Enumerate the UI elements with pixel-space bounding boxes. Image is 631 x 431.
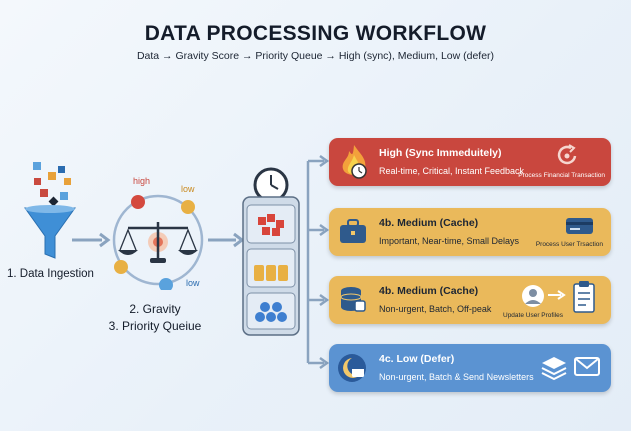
clock-icon [255,169,287,201]
card-medium-2: 4b. Medium (Cache) Non-urgent, Batch, Of… [329,276,611,324]
scale-icon [108,180,208,290]
funnel-icon [20,158,80,268]
card-medium-2-action: Update User Profiles [503,312,563,319]
priority-queue-label: 3. Priority Queiue [95,319,215,333]
arrow-to-gravity [70,230,112,250]
envelope-icon [574,357,600,377]
briefcase-icon [338,218,368,246]
page-subtitle: Data → Gravity Score → Priority Queue → … [0,50,631,62]
credit-card-icon [565,216,595,236]
card-low-desc: Non-urgent, Batch & Send Newsletters [379,372,534,382]
tag-low-1: low [181,184,195,194]
queue-bracket [304,155,330,370]
tag-low-2: low [186,278,200,288]
card-medium-1-desc: Important, Near-time, Small Delays [379,236,519,246]
stack-icon [541,355,567,381]
card-high-action: Process Financial Transaction [518,172,605,179]
card-low: 4c. Low (Defer) Non-urgent, Batch & Send… [329,344,611,392]
moon-calendar-icon [337,352,369,384]
card-medium-1: 4b. Medium (Cache) Important, Near-time,… [329,208,611,256]
arrow-right-icon [547,290,567,300]
gravity-label: 2. Gravity [95,302,215,316]
card-medium-1-action: Process User Trsaction [536,241,603,248]
card-low-title: 4c. Low (Defer) [379,353,454,365]
server-rack-icon [240,165,305,340]
tag-high: high [133,176,150,186]
clipboard-icon [572,280,596,314]
card-high-desc: Real-time, Critical, Instant Feedback [379,166,524,176]
card-medium-2-title: 4b. Medium (Cache) [379,285,478,297]
ingestion-label: 1. Data Ingestion [7,268,94,280]
fire-icon [337,143,371,181]
page-title: DATA PROCESSING WORKFLOW [0,22,631,46]
card-medium-2-desc: Non-urgent, Batch, Off-peak [379,304,491,314]
card-high-title: High (Sync Immeduitely) [379,147,502,159]
refresh-icon [555,144,579,166]
card-high: High (Sync Immeduitely) Real-time, Criti… [329,138,611,186]
database-icon [338,285,368,315]
card-medium-1-title: 4b. Medium (Cache) [379,217,478,229]
